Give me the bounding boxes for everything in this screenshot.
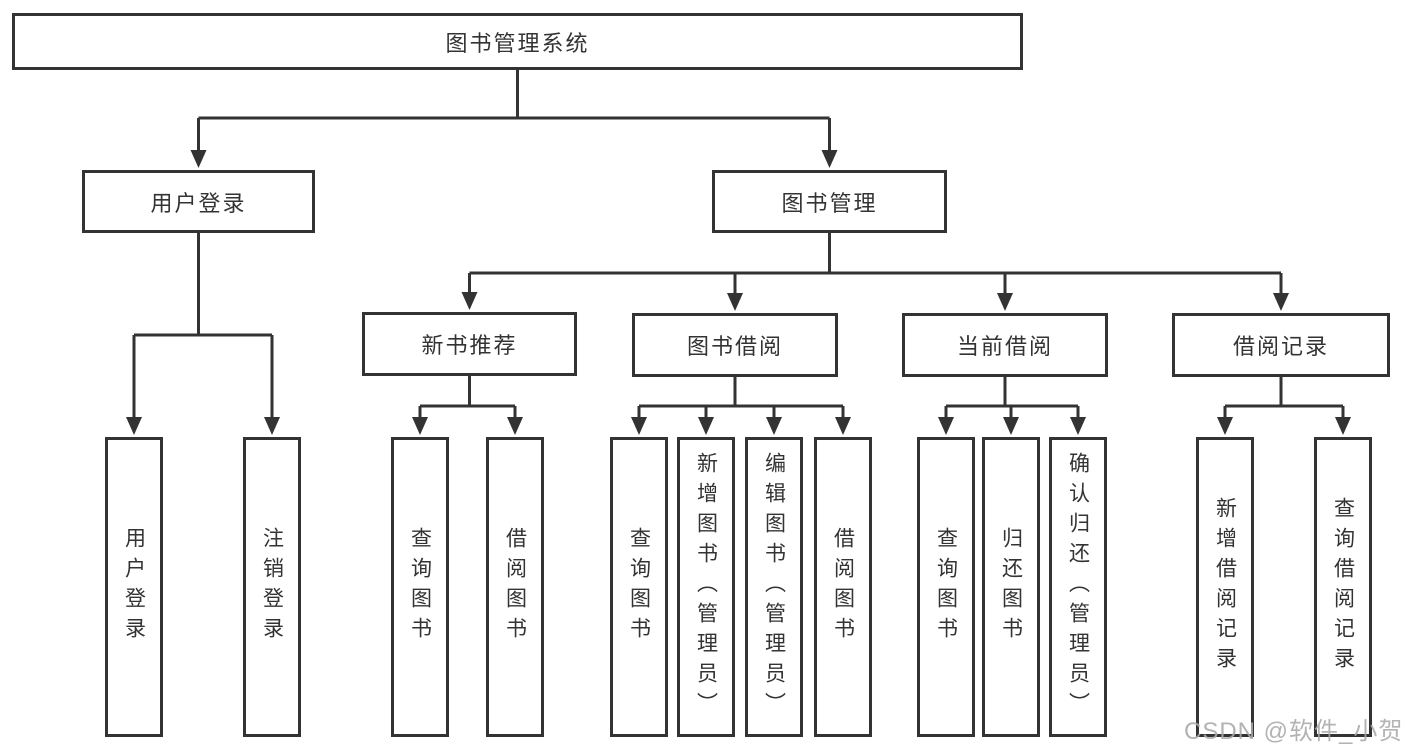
node-user-login: 用户登录: [82, 170, 315, 233]
leaf-user-login: 用户登录: [105, 437, 163, 737]
node-library-system: 图书管理系统: [12, 13, 1023, 70]
leaf-return-books: 归还图书: [982, 437, 1040, 737]
leaf-add-books-admin: 新增图书（管理员）: [677, 437, 735, 737]
leaf-borrow-books: 借阅图书: [814, 437, 872, 737]
leaf-logout: 注销登录: [243, 437, 301, 737]
node-current-borrowing: 当前借阅: [902, 313, 1108, 377]
csdn-watermark: CSDN @软件_小贺同学: [1184, 718, 1405, 745]
leaf-edit-books-admin: 编辑图书（管理员）: [745, 437, 803, 737]
leaf-add-borrow-record: 新增借阅记录: [1196, 437, 1254, 737]
leaf-query-books-borrowing: 查询图书: [610, 437, 668, 737]
node-new-book-recommend: 新书推荐: [362, 312, 577, 376]
leaf-query-books-recommend: 查询图书: [391, 437, 449, 737]
leaf-borrow-books-recommend: 借阅图书: [486, 437, 544, 737]
leaf-query-borrow-record: 查询借阅记录: [1314, 437, 1372, 737]
leaf-query-books-current: 查询图书: [917, 437, 975, 737]
node-book-management: 图书管理: [712, 170, 947, 233]
node-book-borrowing: 图书借阅: [632, 313, 838, 377]
leaf-confirm-return-admin: 确认归还（管理员）: [1049, 437, 1107, 737]
node-borrow-records: 借阅记录: [1172, 313, 1390, 377]
arrowheads: [126, 150, 1351, 435]
